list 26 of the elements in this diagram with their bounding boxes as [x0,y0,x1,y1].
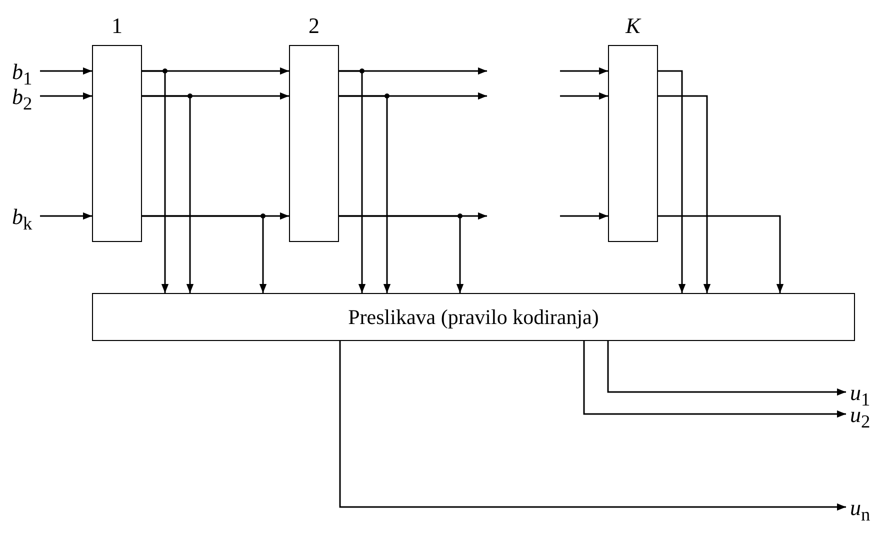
arrow [658,215,784,293]
mapping-block: Preslikava (pravilo kodiranja) [92,293,855,341]
input-label: b$_{k}$ [12,204,32,236]
arrow [560,92,608,100]
block-number: 1 [110,13,124,38]
arrow [560,212,608,220]
arrow [339,341,846,511]
arrow [560,67,608,75]
arrow [142,215,267,293]
output-label: u$_{n}$ [850,495,870,528]
block-number: 2 [308,13,320,38]
arrow [607,341,846,396]
arrow [40,67,92,75]
arrow [142,70,169,293]
arrow [583,341,846,418]
arrow [658,95,711,293]
arrow [40,92,92,100]
arrow [40,212,92,220]
arrow [339,70,366,293]
arrow [339,95,391,293]
input-label: b$_{2}$ [12,84,32,116]
arrow [658,70,686,293]
arrow [142,95,194,293]
output-label: u$_{1}$ [850,380,870,412]
block-number: K [624,13,642,38]
arrow [339,215,464,293]
